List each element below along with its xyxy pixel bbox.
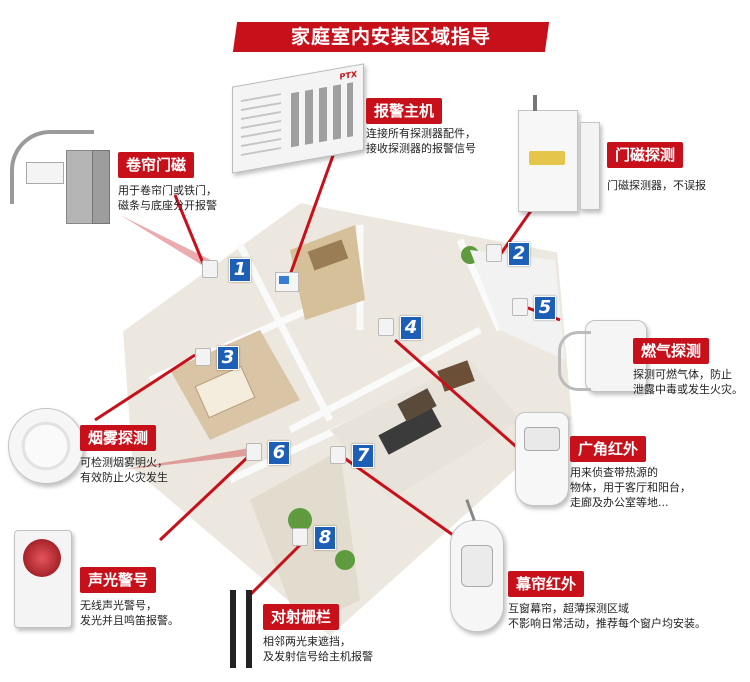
desc-pir-wide: 用来侦查带热源的 物体，用于客厅和阳台， 走廊及办公室等地... bbox=[570, 466, 691, 509]
label-main-panel: 报警主机 bbox=[366, 98, 443, 124]
pointer-line-8 bbox=[248, 543, 302, 597]
smoke-detector-icon bbox=[8, 408, 84, 484]
page-title: 家庭室内安装区域指导 bbox=[290, 26, 491, 48]
sensor-marker bbox=[330, 446, 346, 464]
desc-shutter-magnet: 用于卷帘门或铁门， 磁条与底座分开报警 bbox=[118, 184, 217, 212]
label-pir-wide: 广角红外 bbox=[570, 436, 647, 462]
shutter-magnet-base bbox=[66, 150, 94, 224]
marker-number-1: 1 bbox=[229, 258, 251, 282]
beam-fence-icon bbox=[228, 590, 258, 670]
desc-main-panel: 连接所有探测器配件， 接收探测器的报警信号 bbox=[366, 127, 476, 155]
study-floor bbox=[290, 225, 365, 320]
label-curtain: 幕帘红外 bbox=[508, 571, 585, 597]
desc-siren: 无线声光警号， 发光并且鸣笛报警。 bbox=[80, 599, 179, 627]
panel-brand: PTX bbox=[339, 69, 358, 82]
sensor-marker bbox=[195, 348, 211, 366]
pir-sensor-icon bbox=[515, 412, 569, 506]
door-sensor-logo bbox=[529, 151, 565, 165]
marker-number-4: 4 bbox=[400, 316, 422, 340]
desc-gas: 探测可燃气体，防止 泄露中毒或发生火灾。 bbox=[633, 368, 743, 396]
sensor-marker bbox=[202, 260, 218, 278]
shutter-transmitter bbox=[26, 162, 64, 184]
pointer-wedge bbox=[120, 215, 215, 270]
label-smoke: 烟雾探测 bbox=[80, 425, 157, 451]
floor-plan-walls bbox=[116, 196, 579, 644]
shutter-magnet-part bbox=[92, 150, 110, 224]
panel-screen bbox=[241, 92, 281, 157]
label-siren: 声光警号 bbox=[80, 567, 157, 593]
pir-lens bbox=[524, 427, 560, 451]
pointer-line-6 bbox=[158, 453, 252, 542]
gas-detector-icon bbox=[558, 320, 647, 392]
siren-light bbox=[23, 539, 61, 577]
desc-smoke: 可检测烟雾明火， 有效防止火灾发生 bbox=[80, 456, 168, 484]
desk bbox=[307, 239, 349, 271]
marker-number-8: 8 bbox=[314, 526, 336, 550]
marker-number-6: 6 bbox=[268, 441, 290, 465]
pointer-line-panel bbox=[288, 149, 337, 276]
sensor-marker bbox=[378, 318, 394, 336]
desc-door-magnet: 门磁探测器，不误报 bbox=[607, 179, 706, 192]
marker-number-2: 2 bbox=[508, 242, 530, 266]
sofa bbox=[378, 407, 442, 455]
plant bbox=[288, 508, 312, 532]
panel-marker-screen bbox=[279, 276, 289, 284]
pointer-line-1 bbox=[173, 194, 207, 269]
sensor-marker bbox=[292, 528, 308, 546]
shutter-cable bbox=[10, 130, 94, 204]
beam-post-right bbox=[246, 590, 252, 668]
marker-number-5: 5 bbox=[534, 296, 556, 320]
pointer-line-2 bbox=[498, 204, 537, 256]
panel-marker bbox=[275, 272, 299, 292]
curtain-pir-lens bbox=[461, 545, 493, 587]
label-door-magnet: 门磁探测 bbox=[607, 142, 684, 168]
door-sensor-antenna bbox=[533, 95, 537, 111]
panel-keypad bbox=[291, 82, 353, 148]
pointer-line-7 bbox=[339, 453, 461, 542]
label-beam: 对射栅栏 bbox=[263, 604, 340, 630]
beam-post-left bbox=[230, 590, 236, 668]
door-magnet-bar bbox=[580, 122, 600, 210]
curtain-pir-icon bbox=[450, 499, 504, 632]
door-sensor-icon bbox=[518, 95, 578, 212]
marker-number-3: 3 bbox=[217, 346, 239, 370]
pointer-wedge bbox=[120, 448, 255, 470]
coffee-table bbox=[397, 388, 437, 422]
gas-detector-cord bbox=[558, 331, 591, 391]
pointer-line-3 bbox=[94, 353, 196, 422]
sensor-marker bbox=[246, 443, 262, 461]
sensor-marker bbox=[512, 298, 528, 316]
bed bbox=[194, 365, 256, 419]
label-gas: 燃气探测 bbox=[633, 338, 710, 364]
desc-curtain: 互窗幕帘，超薄探测区域 不影响日常活动，推荐每个窗户均安装。 bbox=[508, 602, 706, 630]
pointer-line-4 bbox=[394, 338, 521, 452]
siren-icon bbox=[14, 530, 72, 628]
sensor-marker bbox=[486, 244, 502, 262]
marker-number-7: 7 bbox=[352, 444, 374, 468]
plant bbox=[335, 550, 355, 570]
desc-beam: 相邻两光束遮挡， 及发射信号给主机报警 bbox=[263, 635, 373, 663]
wall bbox=[288, 326, 482, 434]
pointer-lines bbox=[94, 149, 561, 597]
label-shutter-magnet: 卷帘门磁 bbox=[118, 152, 195, 178]
wall bbox=[236, 243, 334, 422]
shutter-magnet-icon bbox=[8, 128, 110, 228]
